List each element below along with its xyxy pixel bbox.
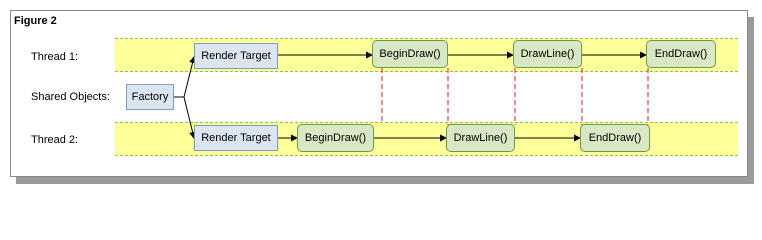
t1-render-target-box: Render Target (194, 43, 278, 69)
t2-begin-draw-box: BeginDraw() (297, 124, 374, 152)
t1-end-draw-box: EndDraw() (646, 40, 716, 68)
t2-end-draw-box: EndDraw() (580, 124, 650, 152)
shared-objects-label: Shared Objects: (31, 91, 110, 103)
figure-title: Figure 2 (14, 15, 57, 27)
thread2-label: Thread 2: (31, 134, 79, 146)
thread1-label: Thread 1: (31, 51, 79, 63)
t1-begin-draw-box: BeginDraw() (372, 40, 448, 68)
factory-box: Factory (126, 84, 174, 110)
t2-draw-line-box: DrawLine() (446, 124, 515, 152)
sync-lines (381, 68, 649, 125)
t2-render-target-box: Render Target (194, 125, 278, 151)
connector-lines (174, 51, 649, 142)
t1-draw-line-box: DrawLine() (513, 40, 582, 68)
arrow-factory-to-t2-rt (174, 96, 196, 139)
arrow-factory-to-t1-rt (174, 56, 196, 98)
